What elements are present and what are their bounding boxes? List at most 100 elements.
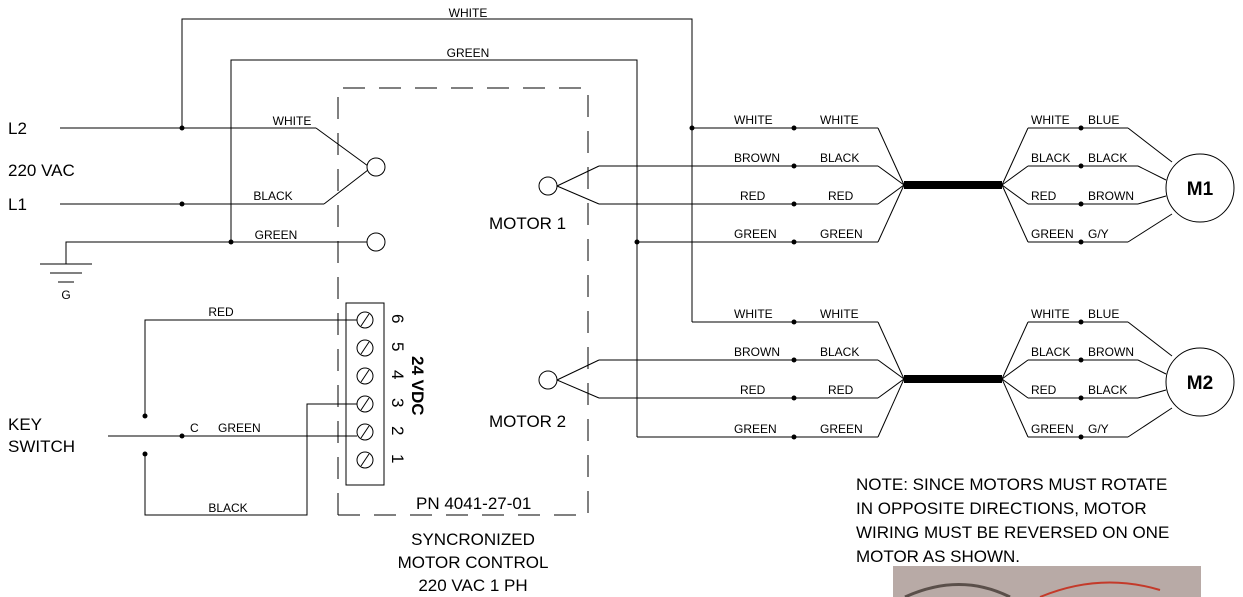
m2-mid-label: BLACK: [820, 345, 859, 359]
m1-converge: [877, 184, 905, 243]
photo-red-wire: [1039, 581, 1161, 597]
m1-right-left-label: RED: [1031, 189, 1057, 203]
m1-motor-lead: [1137, 165, 1167, 181]
note-line-3: WIRING MUST BE REVERSED ON ONE: [856, 523, 1169, 542]
m1-mid-label: BLACK: [820, 151, 859, 165]
m2-right-right-label: G/Y: [1088, 422, 1109, 436]
m1-right-right-label: BLACK: [1088, 151, 1127, 165]
m2-right-left-label: WHITE: [1031, 307, 1070, 321]
l1-black-label: BLACK: [253, 189, 292, 203]
switch-contact: [179, 433, 185, 439]
photo-background: [893, 566, 1201, 597]
switch-contact: [142, 413, 148, 419]
splice-dot: [791, 125, 797, 131]
m1-converge: [877, 184, 905, 205]
m1-mid-label: GREEN: [820, 227, 863, 241]
key-switch-red-wire: [144, 319, 357, 416]
m1-left-label: WHITE: [734, 113, 773, 127]
ground-terminal: [366, 232, 386, 252]
motor1-terminal: [538, 176, 558, 196]
m1-fan-wire: [556, 185, 600, 205]
motor1-symbol: [1165, 153, 1235, 223]
splice-dot: [1078, 125, 1084, 131]
motor1-cable: [904, 181, 1002, 189]
control-title-3: 220 VAC 1 PH: [418, 576, 527, 595]
key-switch-black-wire: [144, 403, 357, 516]
junction-dot: [634, 239, 640, 245]
m1-left-label: RED: [740, 189, 766, 203]
terminal-screw: [356, 339, 374, 357]
motor2-terminal: [538, 370, 558, 390]
m2-converge: [877, 321, 905, 380]
terminal-number: 3: [388, 398, 407, 407]
motor1-name: M1: [1187, 179, 1214, 200]
motor2-label: MOTOR 2: [489, 412, 566, 431]
m1-motor-lead: [1137, 195, 1167, 205]
key-switch-label-2: SWITCH: [8, 437, 75, 456]
top-white-wire: [181, 18, 693, 322]
control-title-2: MOTOR CONTROL: [398, 553, 549, 572]
top-green-label: GREEN: [447, 46, 490, 60]
splice-dot: [1078, 201, 1084, 207]
top-white-label: WHITE: [449, 6, 488, 20]
m2-motor-lead: [1137, 389, 1167, 399]
key-switch-red-label: RED: [208, 305, 234, 319]
splice-dot: [791, 201, 797, 207]
m2-motor-lead: [1137, 359, 1167, 375]
splice-dot: [791, 239, 797, 245]
m1-fan-wire: [556, 165, 600, 187]
m2-left-label: WHITE: [734, 307, 773, 321]
note-line-1: NOTE: SINCE MOTORS MUST ROTATE: [856, 475, 1167, 494]
m2-right-right-label: BROWN: [1088, 345, 1134, 359]
m2-mid-label: RED: [828, 383, 854, 397]
m1-right-left-label: BLACK: [1031, 151, 1070, 165]
m2-left-label: RED: [740, 383, 766, 397]
splice-dot: [1078, 163, 1084, 169]
l2-wire-diag: [315, 127, 369, 167]
motor1-harness: WHITE BROWN RED GREEN WHITE BLACK RED GR…: [556, 113, 1235, 245]
terminal-screw: [356, 395, 374, 413]
junction-dot: [689, 125, 695, 131]
photo-thumbnail: [893, 566, 1201, 597]
m1-mid-label: RED: [828, 189, 854, 203]
m2-diverge: [1001, 359, 1029, 380]
m2-motor-lead: [1127, 407, 1173, 438]
terminal-screw: [356, 451, 374, 469]
splice-dot: [1078, 357, 1084, 363]
m1-right-right-label: BROWN: [1088, 189, 1134, 203]
m2-right-right-label: BLUE: [1088, 307, 1119, 321]
l1-wire-diag: [323, 169, 369, 205]
key-switch-green-label: GREEN: [218, 421, 261, 435]
terminal-numbers: 6 5 4 3 2 1: [388, 314, 407, 463]
m1-motor-lead: [1127, 127, 1173, 163]
m2-right-left-label: BLACK: [1031, 345, 1070, 359]
m1-converge: [877, 127, 905, 186]
m1-motor-lead: [1127, 213, 1173, 243]
m2-fan-wire: [556, 359, 600, 381]
key-switch-common-label: C: [190, 421, 199, 435]
m2-left-label: GREEN: [734, 422, 777, 436]
m1-left-label: BROWN: [734, 151, 780, 165]
motor1-label: MOTOR 1: [489, 214, 566, 233]
terminal-number: 1: [388, 454, 407, 463]
motor2-harness: WHITE BROWN RED GREEN WHITE BLACK RED GR…: [556, 307, 1235, 440]
voltage-label: 220 VAC: [8, 161, 75, 180]
ground-label: G: [61, 288, 70, 302]
motor2-cable: [904, 375, 1002, 383]
m2-left-label: BROWN: [734, 345, 780, 359]
terminal-screw: [356, 367, 374, 385]
note-line-2: IN OPPOSITE DIRECTIONS, MOTOR: [856, 499, 1147, 518]
l2-label: L2: [8, 119, 27, 138]
splice-dot: [791, 434, 797, 440]
splice-dot: [1078, 434, 1084, 440]
terminal-number: 5: [388, 342, 407, 351]
splice-dot: [791, 163, 797, 169]
splice-dot: [1078, 395, 1084, 401]
m2-diverge: [1001, 378, 1029, 399]
m2-mid-label: GREEN: [820, 422, 863, 436]
terminal-number: 6: [388, 314, 407, 323]
splice-dot: [791, 319, 797, 325]
motor2-symbol: [1165, 347, 1235, 417]
m2-right-left-label: GREEN: [1031, 422, 1074, 436]
junction-dot: [179, 125, 185, 131]
